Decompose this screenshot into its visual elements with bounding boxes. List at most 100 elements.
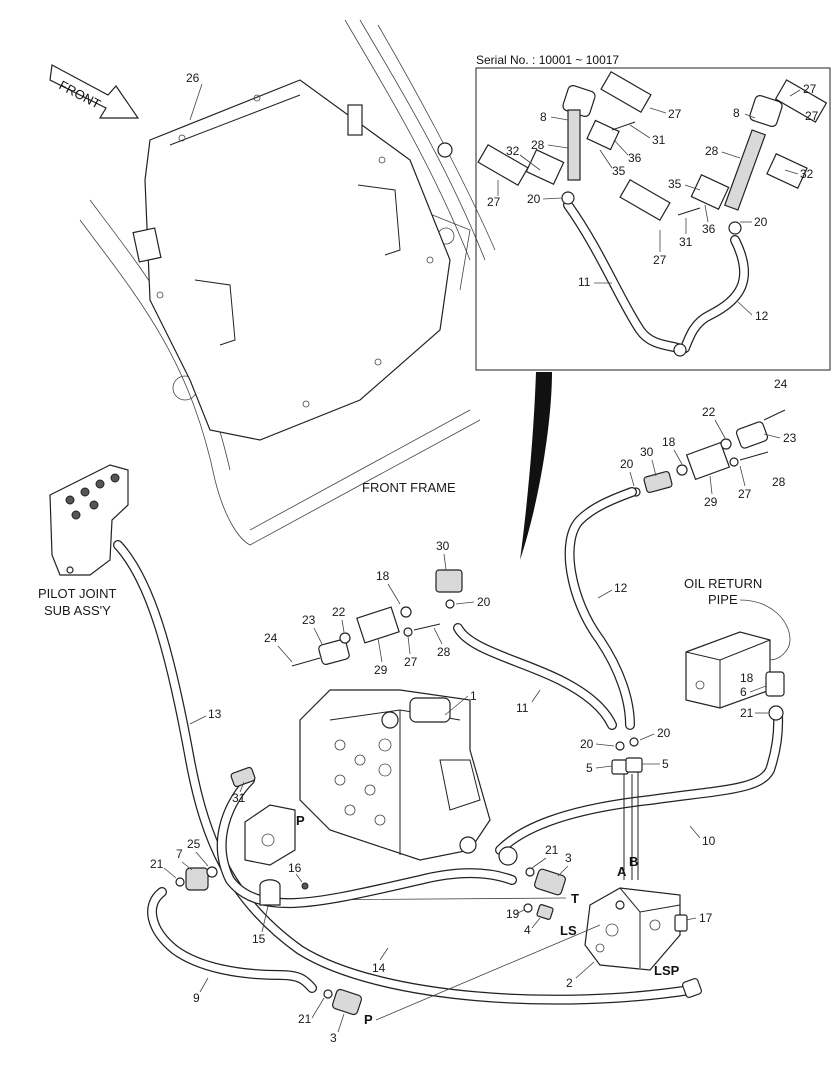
callout-20-b: 20: [754, 215, 768, 229]
mid-fitting-group: [291, 569, 463, 667]
callout-31-a: 31: [652, 133, 666, 147]
callout-26: 26: [186, 71, 200, 85]
callout-6-oil: 6: [740, 685, 747, 699]
callout-21-a-main: 21: [150, 857, 164, 871]
oil-return-pipe-block: [685, 599, 791, 721]
mid-callouts: 30 18 20 23 22 24 29 27 28: [264, 539, 491, 677]
ab-connectors: [611, 737, 643, 880]
callout-8-a: 8: [540, 110, 547, 124]
callout-29-right: 29: [704, 495, 718, 509]
fitting-3-bottom: [323, 988, 363, 1016]
callout-13: 13: [208, 707, 222, 721]
callout-32-b: 32: [800, 167, 814, 181]
priority-valve-2: [584, 887, 688, 971]
front-frame-outline: [79, 19, 496, 546]
right-callouts: 24 22 23 18 30 20 27 28 29: [620, 377, 797, 509]
callout-22-mid: 22: [332, 605, 346, 619]
callout-11-main: 11: [516, 701, 529, 715]
callout-8-b: 8: [733, 106, 740, 120]
callout-27-e: 27: [805, 109, 819, 123]
main-control-valve-1: [299, 689, 491, 861]
callout-18-mid: 18: [376, 569, 390, 583]
callout-31-b: 31: [679, 235, 693, 249]
callout-14: 14: [372, 961, 386, 975]
oil-return-label-2: PIPE: [708, 592, 738, 607]
callout-22-right: 22: [702, 405, 716, 419]
callout-4: 4: [524, 923, 531, 937]
callout-29-mid: 29: [374, 663, 388, 677]
callout-17: 17: [699, 911, 713, 925]
callout-23-mid: 23: [302, 613, 316, 627]
callout-27-right: 27: [738, 487, 752, 501]
callout-30-mid: 30: [436, 539, 450, 553]
fitting-7-group: [175, 866, 218, 891]
callout-36-b: 36: [702, 222, 716, 236]
callout-28-b: 28: [705, 144, 719, 158]
callout-36-a: 36: [628, 151, 642, 165]
hose-10: [495, 710, 784, 855]
callout-35-a: 35: [612, 164, 626, 178]
callout-28-right: 28: [772, 475, 786, 489]
callout-21-b-main: 21: [298, 1012, 312, 1026]
callout-20-a: 20: [527, 192, 541, 206]
inset-callouts: 8 27 31 28 36 32 35 27 20 8 27 28 32 35 …: [487, 82, 819, 323]
callout-25: 25: [187, 837, 201, 851]
port-p-bottom: P: [364, 1012, 373, 1027]
callout-23-right: 23: [783, 431, 797, 445]
callout-30-right: 30: [640, 445, 654, 459]
callout-15: 15: [252, 932, 266, 946]
callout-19: 19: [506, 907, 520, 921]
callout-3-valve: 3: [565, 851, 572, 865]
callout-35-b: 35: [668, 177, 682, 191]
oil-return-label-1: OIL RETURN: [684, 576, 762, 591]
cover-plate-26: [132, 79, 453, 441]
port-p-top: P: [296, 813, 305, 828]
callout-12-right: 12: [614, 581, 628, 595]
port-ls: LS: [560, 923, 577, 938]
inset-pointer: [520, 372, 552, 560]
pilot-joint-label-1: PILOT JOINT: [38, 586, 117, 601]
callout-21-valve: 21: [545, 843, 559, 857]
serial-label: Serial No. : 10001 ~ 10017: [476, 53, 619, 67]
callout-2: 2: [566, 976, 573, 990]
pilot-joint-label-2: SUB ASS'Y: [44, 603, 111, 618]
callout-27-a: 27: [668, 107, 682, 121]
callout-20-right: 20: [620, 457, 634, 471]
clamp-15: [259, 879, 309, 906]
callout-20-mid: 20: [477, 595, 491, 609]
port-a: A: [617, 864, 627, 879]
callout-31-main: 31: [232, 791, 246, 805]
lsp-fitting: [681, 977, 703, 999]
callout-27-b: 27: [487, 195, 501, 209]
inset-serial-box: Serial No. : 10001 ~ 10017: [475, 53, 831, 371]
callout-10: 10: [702, 834, 716, 848]
port-lsp: LSP: [654, 963, 680, 978]
callout-20-a-valve: 20: [580, 737, 594, 751]
callout-18-oil: 18: [740, 671, 754, 685]
callout-1: 1: [470, 689, 477, 703]
port-b: B: [629, 854, 638, 869]
callout-27-c: 27: [803, 82, 817, 96]
right-fitting-group: [631, 409, 786, 497]
callout-9: 9: [193, 991, 200, 1005]
front-frame-label: FRONT FRAME: [362, 480, 456, 495]
callout-27-d: 27: [653, 253, 667, 267]
callout-28-mid: 28: [437, 645, 451, 659]
callout-21-oil: 21: [740, 706, 754, 720]
callout-24-right: 24: [774, 377, 788, 391]
callout-32-a: 32: [506, 144, 520, 158]
front-arrow: FRONT: [49, 64, 140, 119]
hose-11: [453, 623, 617, 730]
priority-fittings: [523, 867, 566, 920]
connector-31: [230, 766, 256, 788]
callout-18-right: 18: [662, 435, 676, 449]
callout-7: 7: [176, 847, 183, 861]
callout-20-b-valve: 20: [657, 726, 671, 740]
callout-11-inset: 11: [578, 275, 591, 289]
callout-5-b: 5: [662, 757, 669, 771]
p-port-block: [244, 804, 296, 866]
callout-3-bottom: 3: [330, 1031, 337, 1045]
callout-27-mid: 27: [404, 655, 418, 669]
callout-28-a: 28: [531, 138, 545, 152]
